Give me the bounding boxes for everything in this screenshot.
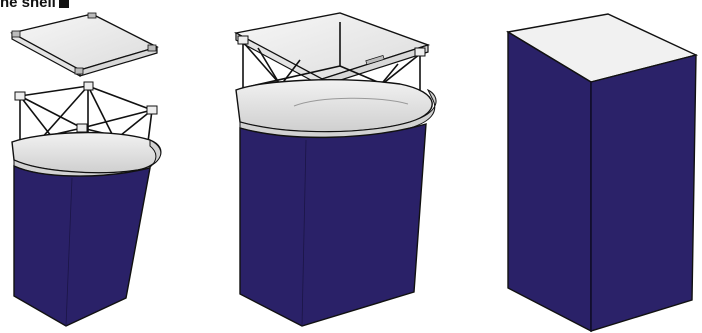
pedestal-right-face [591,55,696,331]
assembled-counter-with-frame [236,13,436,326]
top-panel [236,13,428,86]
frame-connectors [15,82,157,132]
plain-pedestal [508,14,696,331]
floating-top-panel [12,13,157,76]
pedestal-left-face [508,32,591,331]
exploded-counter [12,13,161,326]
navy-graphic-panel [14,166,150,326]
navy-graphic-panel [240,124,426,326]
